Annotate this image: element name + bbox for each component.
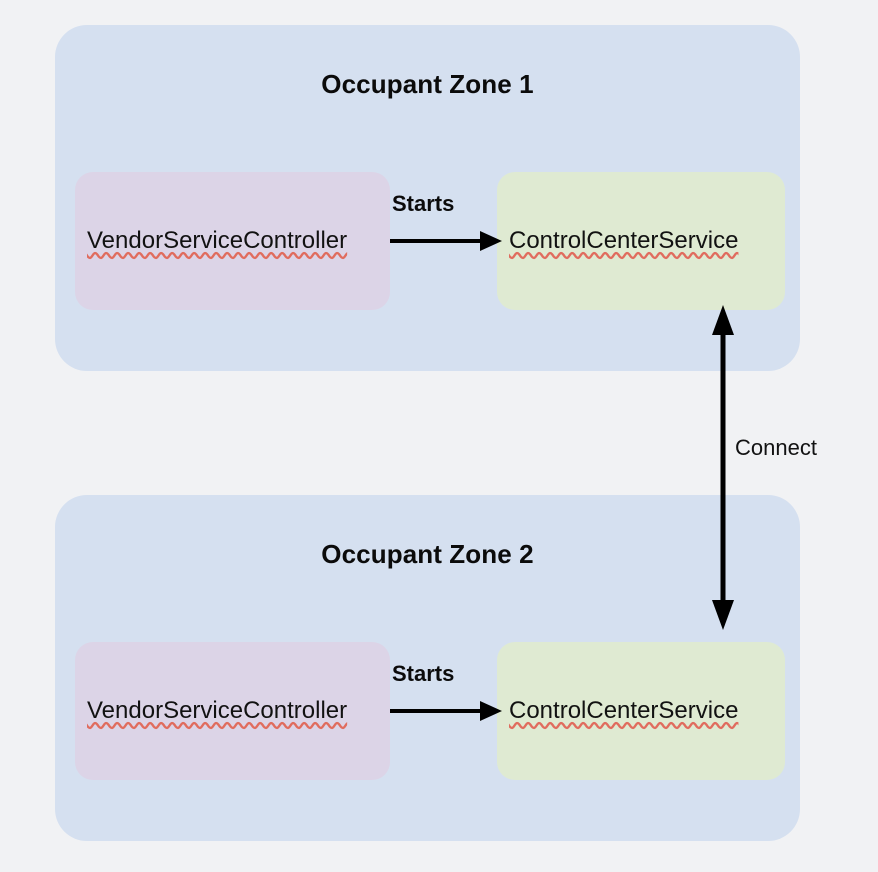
zone-2-vendor-service-controller-label: VendorServiceController: [87, 696, 348, 724]
connect-edge-label: Connect: [735, 435, 817, 460]
zone-1-starts-arrow-icon: [390, 231, 502, 251]
zone-1-vendor-service-controller-node[interactable]: VendorServiceController: [75, 172, 390, 310]
zone-1-control-center-service-label: ControlCenterService: [509, 226, 739, 254]
zone-2-vendor-service-controller-node[interactable]: VendorServiceController: [75, 642, 390, 780]
zone-1-vendor-service-controller-label: VendorServiceController: [87, 226, 348, 254]
zone-2-control-center-service-node[interactable]: ControlCenterService: [497, 642, 785, 780]
zone-2-control-center-service-label: ControlCenterService: [509, 696, 739, 724]
zone-2-title: Occupant Zone 2: [321, 539, 534, 569]
zone-1-title: Occupant Zone 1: [321, 69, 534, 99]
occupant-zone-2-container: Occupant Zone 2 VendorServiceController …: [55, 495, 800, 841]
occupant-zone-1-container: Occupant Zone 1 VendorServiceController …: [55, 25, 800, 371]
zone-2-starts-edge-label: Starts: [392, 661, 455, 686]
zone-1-starts-edge-label: Starts: [392, 191, 455, 216]
zone-2-starts-arrow-icon: [390, 701, 502, 721]
zone-1-control-center-service-node[interactable]: ControlCenterService: [497, 172, 785, 310]
connect-bidirectional-arrow-icon: [712, 305, 734, 630]
